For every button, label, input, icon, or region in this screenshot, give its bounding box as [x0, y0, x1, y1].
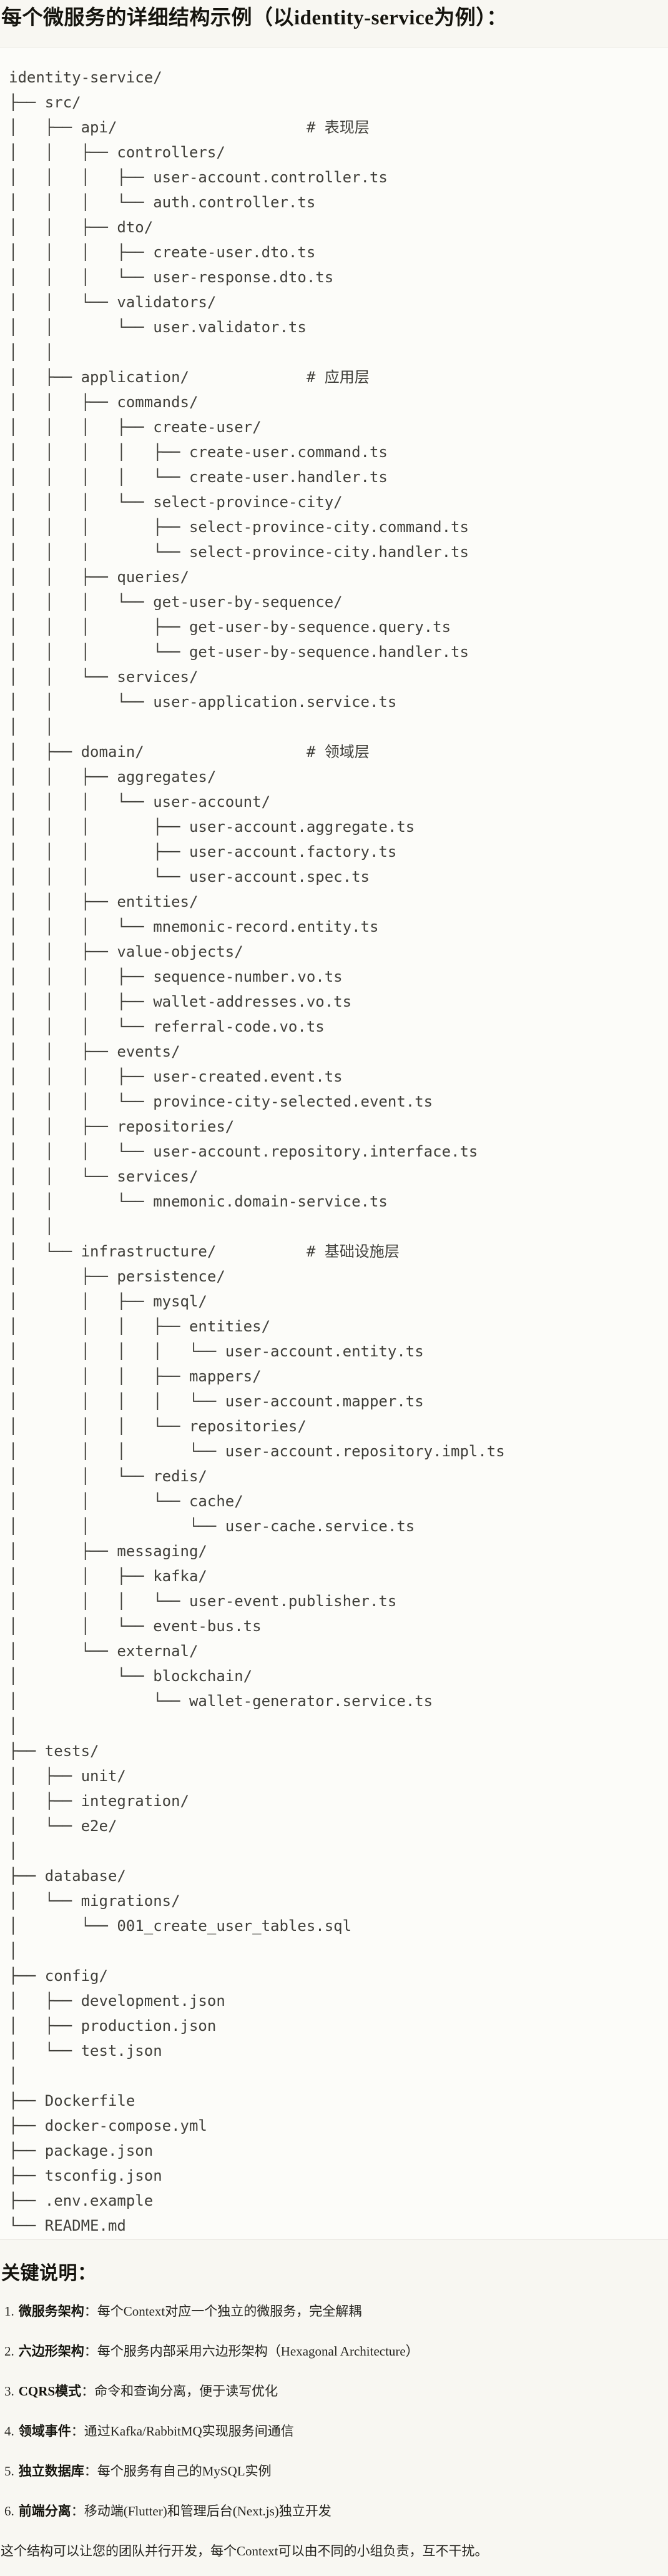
note-number: 5. — [4, 2464, 14, 2479]
note-item: 4. 领域事件：通过Kafka/RabbitMQ实现服务间通信 — [4, 2422, 668, 2440]
note-term: 微服务架构 — [18, 2304, 84, 2319]
document: 每个微服务的详细结构示例（以identity-service为例）： ident… — [0, 5, 668, 2560]
notes-heading: 关键说明： — [1, 2263, 97, 2284]
directory-tree: identity-service/ ├── src/ │ ├── api/ # … — [9, 69, 505, 2234]
note-term: 领域事件 — [18, 2424, 71, 2439]
note-number: 3. — [4, 2384, 14, 2399]
note-term: 六边形架构 — [18, 2344, 84, 2359]
page-title: 每个微服务的详细结构示例（以identity-service为例）： — [1, 7, 508, 29]
note-text: ：通过Kafka/RabbitMQ实现服务间通信 — [71, 2424, 294, 2439]
note-item: 6. 前端分离：移动端(Flutter)和管理后台(Next.js)独立开发 — [4, 2502, 668, 2520]
note-number: 6. — [4, 2504, 14, 2519]
notes-footer: 这个结构可以让您的团队并行开发，每个Context可以由不同的小组负责，互不干扰… — [1, 2544, 488, 2559]
note-item: 3. CQRS模式：命令和查询分离，便于读写优化 — [4, 2382, 668, 2401]
note-item: 5. 独立数据库：每个服务有自己的MySQL实例 — [4, 2462, 668, 2480]
note-term: CQRS模式 — [18, 2384, 82, 2399]
note-item: 1. 微服务架构：每个Context对应一个独立的微服务，完全解耦 — [4, 2302, 668, 2321]
notes-section: 关键说明： 1. 微服务架构：每个Context对应一个独立的微服务，完全解耦 2… — [0, 2261, 668, 2560]
note-text: ：命令和查询分离，便于读写优化 — [81, 2384, 278, 2399]
notes-list: 1. 微服务架构：每个Context对应一个独立的微服务，完全解耦 2. 六边形架构… — [0, 2302, 668, 2520]
note-text: ：每个服务有自己的MySQL实例 — [84, 2464, 272, 2479]
note-number: 2. — [4, 2344, 14, 2359]
note-item: 2. 六边形架构：每个服务内部采用六边形架构（Hexagonal Architec… — [4, 2342, 668, 2361]
note-text: ：每个Context对应一个独立的微服务，完全解耦 — [84, 2304, 362, 2319]
note-term: 前端分离 — [18, 2504, 71, 2519]
note-text: ：移动端(Flutter)和管理后台(Next.js)独立开发 — [71, 2504, 332, 2519]
note-number: 1. — [4, 2304, 14, 2319]
note-text: ：每个服务内部采用六边形架构（Hexagonal Architecture） — [84, 2344, 419, 2359]
code-block: identity-service/ ├── src/ │ ├── api/ # … — [0, 47, 668, 2240]
note-term: 独立数据库 — [18, 2464, 84, 2479]
note-number: 4. — [4, 2424, 14, 2439]
